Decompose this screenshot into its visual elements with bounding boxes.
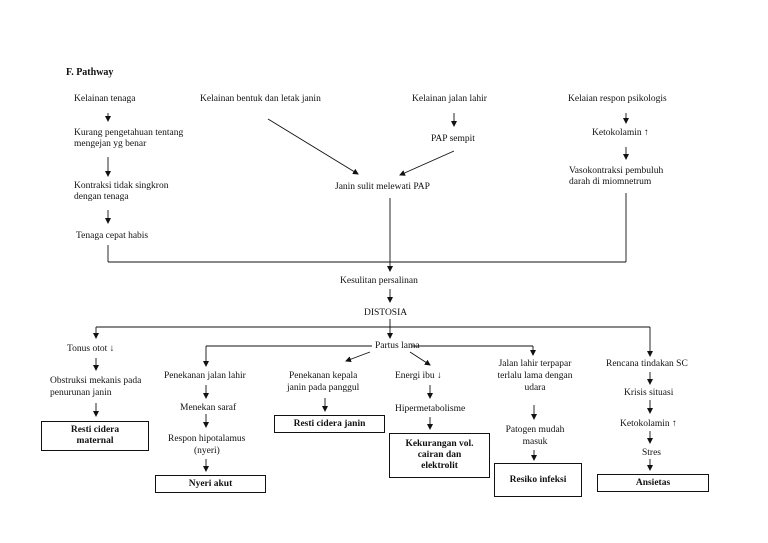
node-tonus-otot: Tonus otot ↓ [67, 344, 115, 354]
diagnosis-label-line1: Kekurangan vol. [405, 439, 474, 449]
node-patogen-line2: masuk [522, 437, 548, 447]
node-kurang-pengetahuan-line1: Kurang pengetahuan tentang [74, 128, 184, 138]
node-partus-lama: Partus lama [375, 341, 420, 351]
node-obstruksi-line2: penurunan janin [50, 388, 112, 398]
diagnosis-resti-cidera-maternal: Resti cidera maternal [41, 421, 149, 451]
node-kelaian-respon-psikologis: Kelaian respon psikologis [568, 94, 667, 104]
node-jalan-lahir-terpapar-line1: Jalan lahir terpapar [498, 359, 572, 369]
node-penekanan-kepala-line1: Penekanan kepala [289, 371, 358, 381]
node-hipermetabolisme: Hipermetabolisme [395, 404, 466, 414]
diagnosis-label-line1: Resti cidera [70, 425, 120, 435]
node-penekanan-jalan-lahir: Penekanan jalan lahir [164, 371, 246, 381]
node-vasokontraksi-line2: darah di miomnetrum [569, 177, 652, 187]
node-penekanan-kepala-line2: janin pada panggul [287, 383, 360, 393]
diagnosis-resiko-infeksi: Resiko infeksi [494, 463, 582, 497]
node-vasokontraksi-line1: Vasokontraksi pembuluh [569, 166, 664, 176]
node-ketokolamin-top: Ketokolamin ↑ [592, 128, 649, 138]
node-stres: Stres [642, 448, 661, 458]
node-pap-sempit: PAP sempit [431, 134, 475, 144]
node-ketokolamin-bottom: Ketokolamin ↑ [620, 419, 677, 429]
diagnosis-label-line2: cairan dan [417, 450, 462, 460]
node-kurang-pengetahuan-line2: mengejan yg benar [74, 139, 147, 149]
node-nyeri: (nyeri) [194, 446, 220, 456]
node-kesulitan-persalinan: Kesulitan persalinan [340, 276, 418, 286]
node-patogen-line1: Patogen mudah [505, 425, 565, 435]
diagnosis-kekurangan-vol-cairan: Kekurangan vol. cairan dan elektrolit [389, 433, 490, 478]
node-kontraksi-line2: dengan tenaga [74, 192, 129, 202]
node-rencana-tindakan-sc: Rencana tindakan SC [606, 359, 688, 369]
node-respon-hipotalamus: Respon hipotalamus [168, 434, 246, 444]
node-jalan-lahir-terpapar-line3: udara [524, 383, 546, 393]
diagnosis-nyeri-akut: Nyeri akut [155, 475, 266, 493]
node-tenaga-cepat-habis: Tenaga cepat habis [76, 231, 149, 241]
diagnosis-label-line2: maternal [76, 436, 114, 446]
node-kontraksi-line1: Kontraksi tidak singkron [74, 181, 169, 191]
node-energi-ibu: Energi ibu ↓ [395, 371, 442, 381]
node-menekan-saraf: Menekan saraf [180, 403, 237, 413]
node-jalan-lahir-terpapar-line2: terlalu lama dengan [497, 371, 573, 381]
node-krisis-situasi: Krisis situasi [624, 388, 674, 398]
node-obstruksi-line1: Obstruksi mekanis pada [50, 376, 142, 386]
diagnosis-label-line3: elektrolit [421, 461, 458, 471]
diagnosis-ansietas: Ansietas [597, 474, 709, 492]
node-kelainan-jalan-lahir: Kelainan jalan lahir [412, 94, 487, 104]
section-heading: F. Pathway [66, 67, 114, 78]
node-kelainan-tenaga: Kelainan tenaga [74, 94, 136, 104]
node-distosia: DISTOSIA [364, 308, 408, 318]
node-kelainan-bentuk: Kelainan bentuk dan letak janin [200, 94, 321, 104]
diagnosis-resti-cidera-janin: Resti cidera janin [274, 415, 385, 433]
node-janin-sulit: Janin sulit melewati PAP [335, 182, 430, 192]
